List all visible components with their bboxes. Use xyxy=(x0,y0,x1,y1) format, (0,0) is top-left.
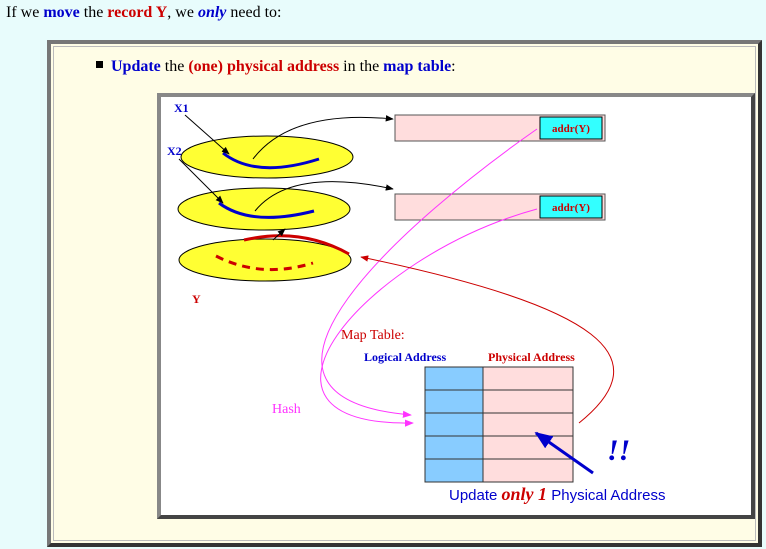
addr-label-1: addr(Y) xyxy=(552,123,590,135)
hash-curve-1 xyxy=(321,128,538,418)
addr-label-2: addr(Y) xyxy=(552,202,590,214)
platter-1 xyxy=(180,135,354,179)
addr-box-2 xyxy=(539,195,603,219)
platter-3 xyxy=(178,238,352,282)
bullet-one-physical: (one) physical address xyxy=(188,58,340,75)
map-table xyxy=(424,366,574,483)
bullet-text-1: the xyxy=(160,58,189,75)
track-x1 xyxy=(222,151,320,170)
red-curve-to-y xyxy=(360,255,615,424)
exclamation-marks: !! xyxy=(607,434,630,467)
bullet-item: Update the (one) physical address in the… xyxy=(96,58,456,76)
bullet-text-2: in the xyxy=(339,58,384,75)
update-arrow xyxy=(534,431,594,475)
bullet-square-icon xyxy=(96,61,103,68)
intro-text-1: If we xyxy=(6,4,44,21)
map-table-title: Map Table: xyxy=(341,328,405,343)
label-x2: X2 xyxy=(167,144,182,158)
arrow-platter2-record xyxy=(254,181,394,212)
update-caption-pre: Update xyxy=(449,487,502,504)
intro-text-2: the xyxy=(79,4,108,21)
bullet-text-3: : xyxy=(451,58,456,75)
physical-address-header: Physical Address xyxy=(488,350,575,364)
track-y-old xyxy=(215,254,314,271)
arrow-platter1-record xyxy=(252,115,394,160)
arrow-y-up xyxy=(272,228,286,241)
track-x2 xyxy=(218,201,315,219)
platter-2 xyxy=(177,187,351,231)
label-x1: X1 xyxy=(174,101,189,115)
track-y-new xyxy=(243,234,350,256)
intro-only: only xyxy=(197,4,227,21)
intro-record: record Y xyxy=(107,4,168,21)
diagram-svg: X1 X2 Y addr(Y) addr(Y) Map Table: Logic… xyxy=(167,101,665,504)
label-y: Y xyxy=(192,292,201,306)
bullet-map-table: map table xyxy=(383,58,452,75)
addr-box-1 xyxy=(539,116,603,140)
logical-address-header: Logical Address xyxy=(364,350,446,364)
update-caption-only: only 1 xyxy=(502,484,548,504)
update-caption-post: Physical Address xyxy=(547,487,665,504)
intro-move: move xyxy=(43,4,80,21)
intro-text-3: , we xyxy=(167,4,198,21)
intro-sentence: If we move the record Y, we only need to… xyxy=(6,4,281,22)
update-caption: Update only 1 Physical Address xyxy=(449,484,665,504)
content-box-inner xyxy=(53,46,756,541)
hash-curve-2 xyxy=(320,208,538,427)
pointer-x1 xyxy=(184,114,230,155)
diagram-figure: X1 X2 Y addr(Y) addr(Y) Map Table: Logic… xyxy=(157,93,755,519)
pointer-x2 xyxy=(178,158,224,204)
bullet-update: Update xyxy=(111,58,161,75)
hash-label: Hash xyxy=(272,402,301,417)
intro-text-4: need to: xyxy=(226,4,282,21)
